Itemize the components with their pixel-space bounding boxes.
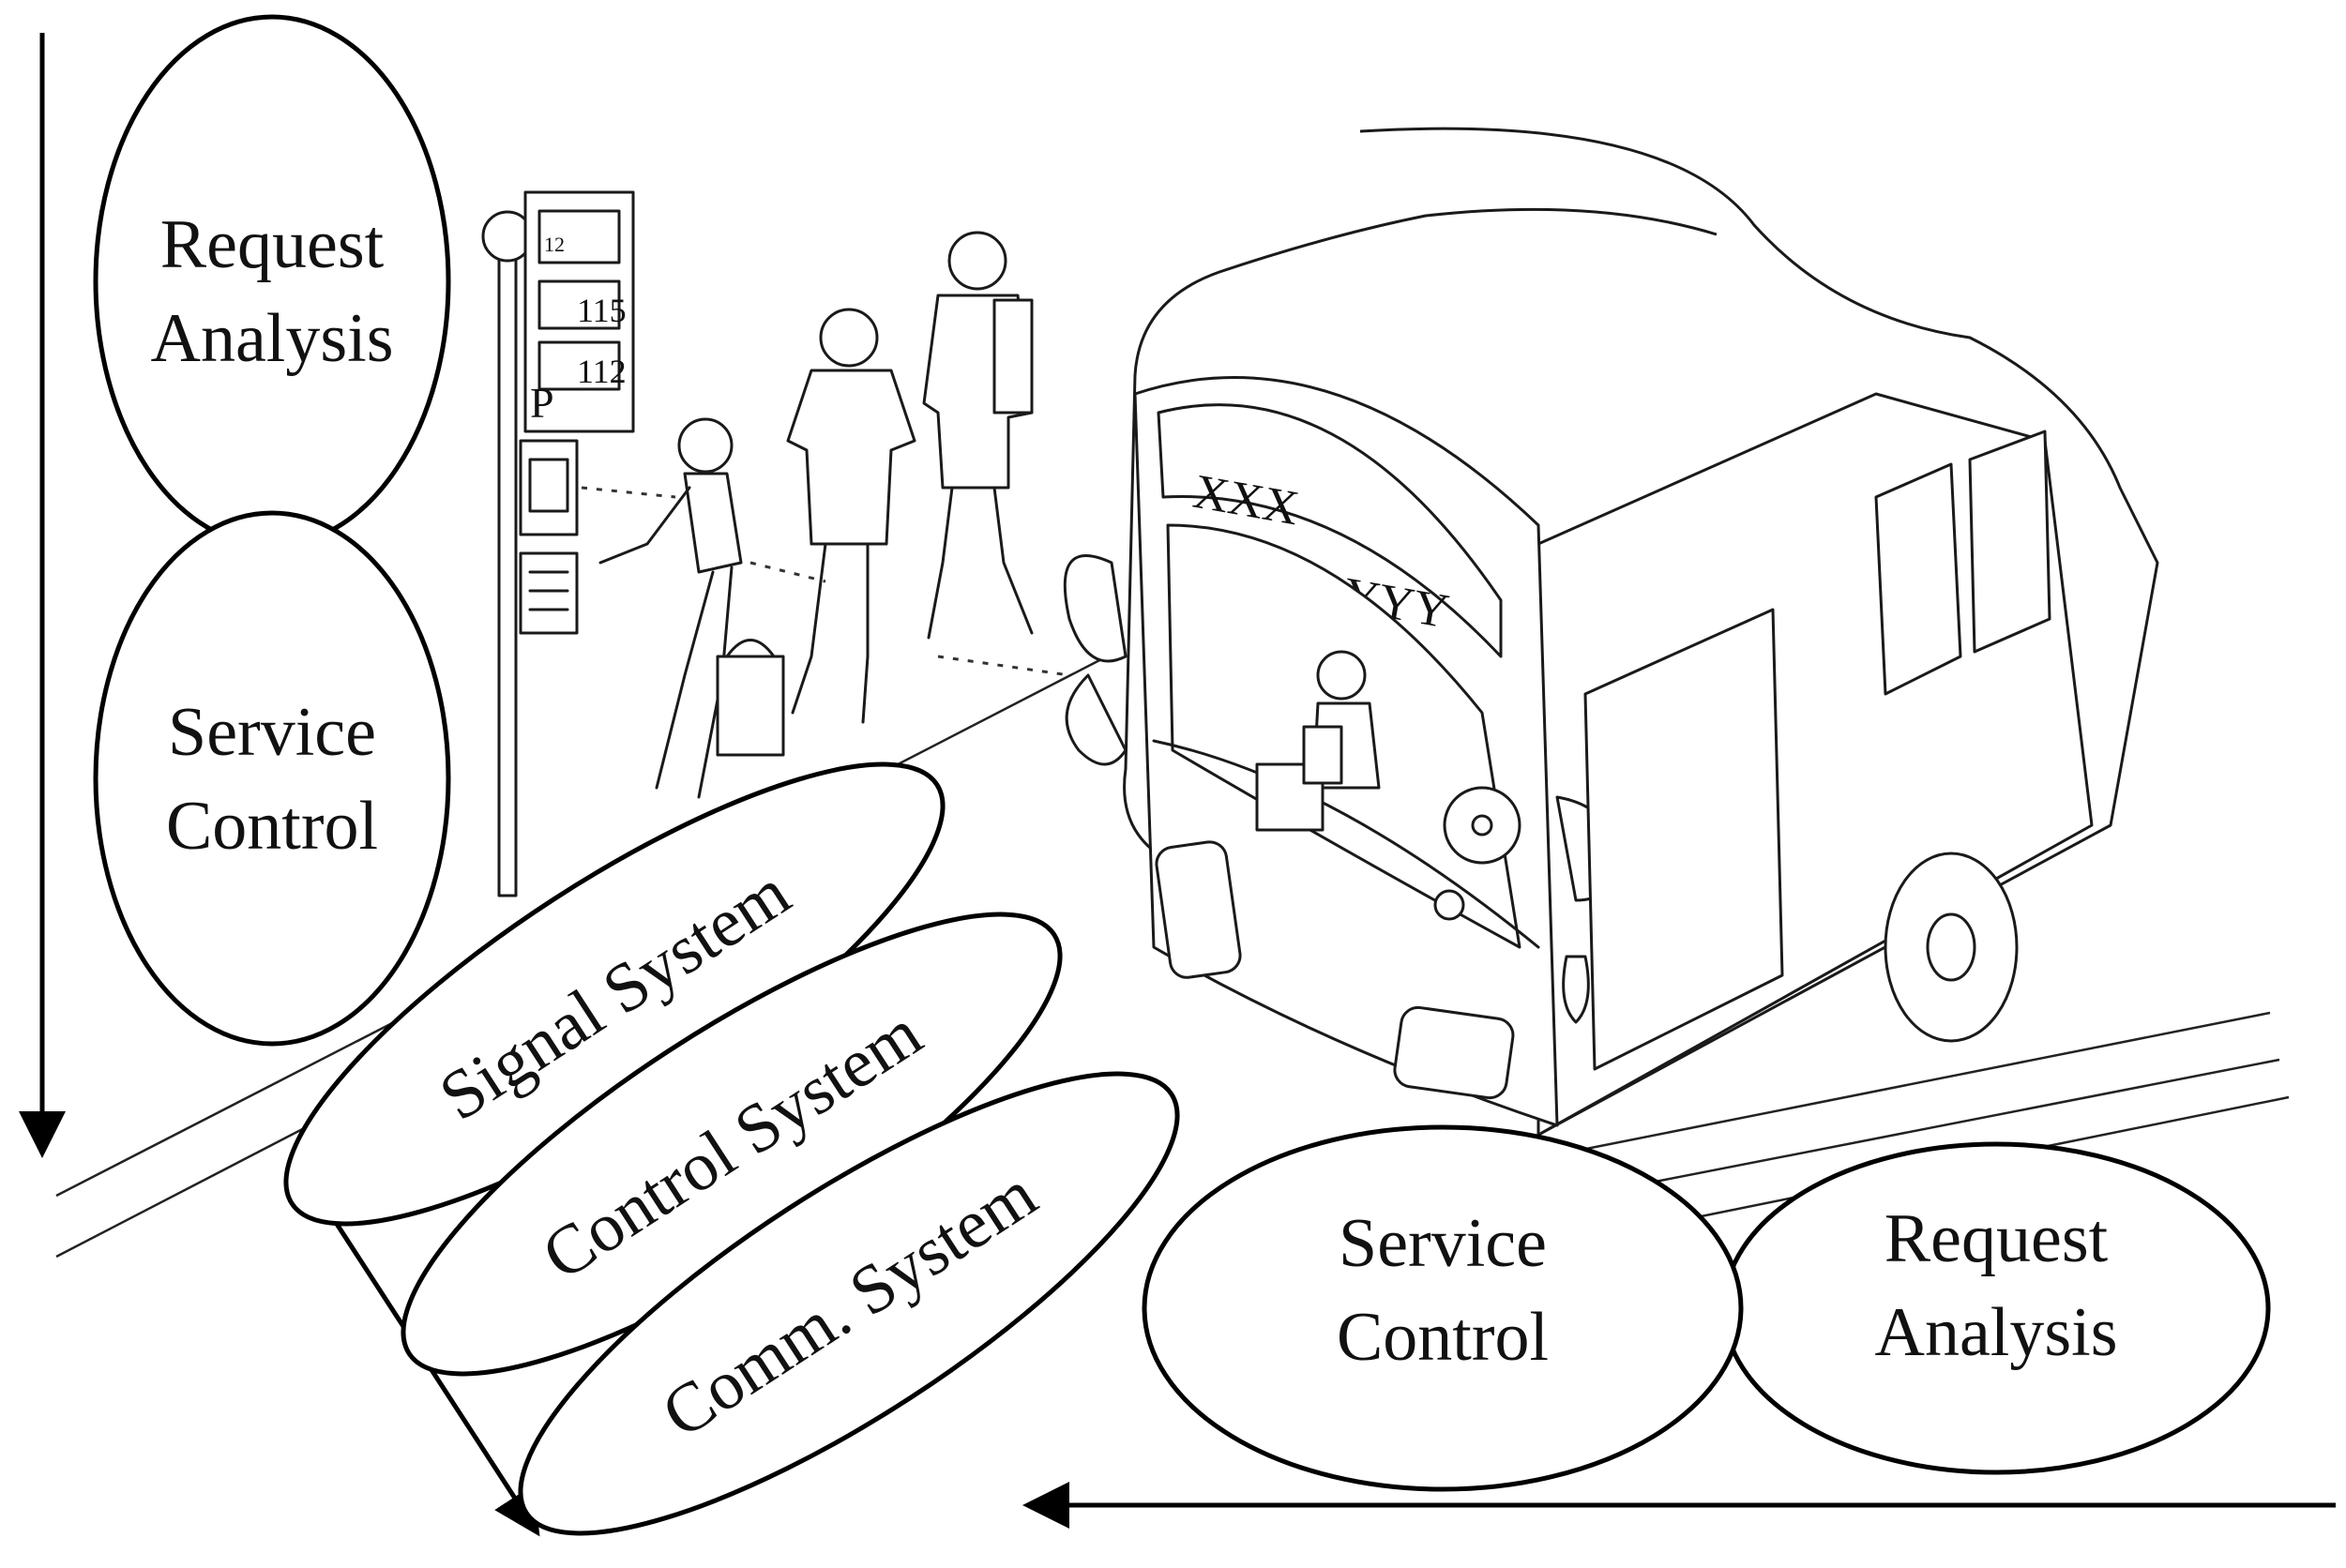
left-control-line2: Control — [166, 788, 378, 865]
bottom-control-line2: Control — [1337, 1299, 1549, 1376]
left-request-line1: Request — [160, 206, 385, 283]
bottom-ellipse-service-control: Service Control — [1142, 1124, 1744, 1492]
svg-text:12: 12 — [544, 233, 565, 256]
stop-sign-route-letter: P — [530, 379, 554, 427]
bottom-analysis-line2: Analysis — [1875, 1294, 2118, 1371]
stop-sign-row1: 115 — [577, 292, 627, 329]
left-service-line1: Service — [168, 694, 376, 771]
bus: XXX YYY — [1063, 127, 2159, 1137]
pedestrian-woman — [598, 417, 785, 799]
stop-sign-row2: 112 — [577, 353, 627, 390]
left-analysis-line2: Analysis — [151, 300, 394, 377]
pedestrian-man-middle — [786, 308, 916, 724]
bottom-request-line1: Request — [1884, 1200, 2109, 1277]
pedestrian-man-right — [922, 231, 1034, 640]
bottom-service-line1: Service — [1339, 1205, 1547, 1282]
ticket-kiosk — [519, 439, 579, 635]
left-ellipse-request-analysis: Request Analysis — [93, 14, 451, 549]
bus-stop-sign: 12 115 112 P — [523, 190, 635, 433]
bottom-ellipse-request-analysis: Request Analysis — [1721, 1141, 2271, 1475]
bus-stop-pole: 12 115 112 P — [481, 190, 635, 897]
left-ellipse-service-control: Service Control — [93, 510, 451, 1047]
